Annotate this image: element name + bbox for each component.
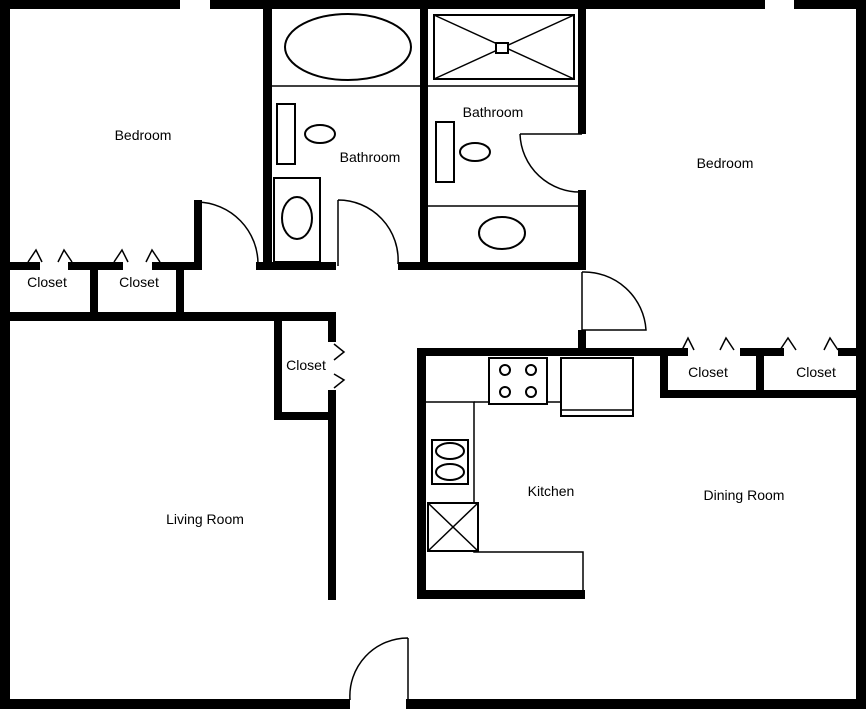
doors — [197, 133, 647, 702]
room-label-dining-room: Dining Room — [704, 487, 785, 503]
toilet — [281, 196, 313, 240]
room-labels: Bedroom Bathroom Bathroom Bedroom Closet… — [27, 104, 836, 527]
interior-walls — [10, 9, 856, 600]
stove — [488, 357, 548, 405]
windows — [75, 5, 720, 704]
vanity — [435, 121, 455, 183]
room-label-closet-5: Closet — [796, 364, 836, 380]
refrigerator — [560, 357, 634, 417]
door-swing — [519, 133, 583, 193]
room-label-bedroom-right: Bedroom — [697, 155, 754, 171]
room-label-kitchen: Kitchen — [528, 483, 575, 499]
room-label-bathroom-right: Bathroom — [463, 104, 524, 120]
entry-door-swing — [349, 637, 409, 702]
kitchen-fixtures — [426, 357, 634, 590]
room-label-closet-1: Closet — [27, 274, 67, 290]
vanity — [276, 103, 296, 165]
sink — [304, 124, 336, 144]
sink — [459, 142, 491, 162]
closet-door-marks — [27, 248, 839, 389]
room-label-closet-4: Closet — [688, 364, 728, 380]
bathroom-fixtures — [272, 13, 578, 263]
toilet — [478, 216, 526, 250]
room-label-bedroom-left: Bedroom — [115, 127, 172, 143]
door-swing — [337, 199, 399, 266]
room-label-bathroom-left: Bathroom — [340, 149, 401, 165]
room-label-living-room: Living Room — [166, 511, 244, 527]
room-label-closet-3: Closet — [286, 357, 326, 373]
door-swing — [581, 271, 647, 332]
bathtub — [284, 13, 412, 81]
room-label-closet-2: Closet — [119, 274, 159, 290]
door-swing — [197, 201, 259, 266]
